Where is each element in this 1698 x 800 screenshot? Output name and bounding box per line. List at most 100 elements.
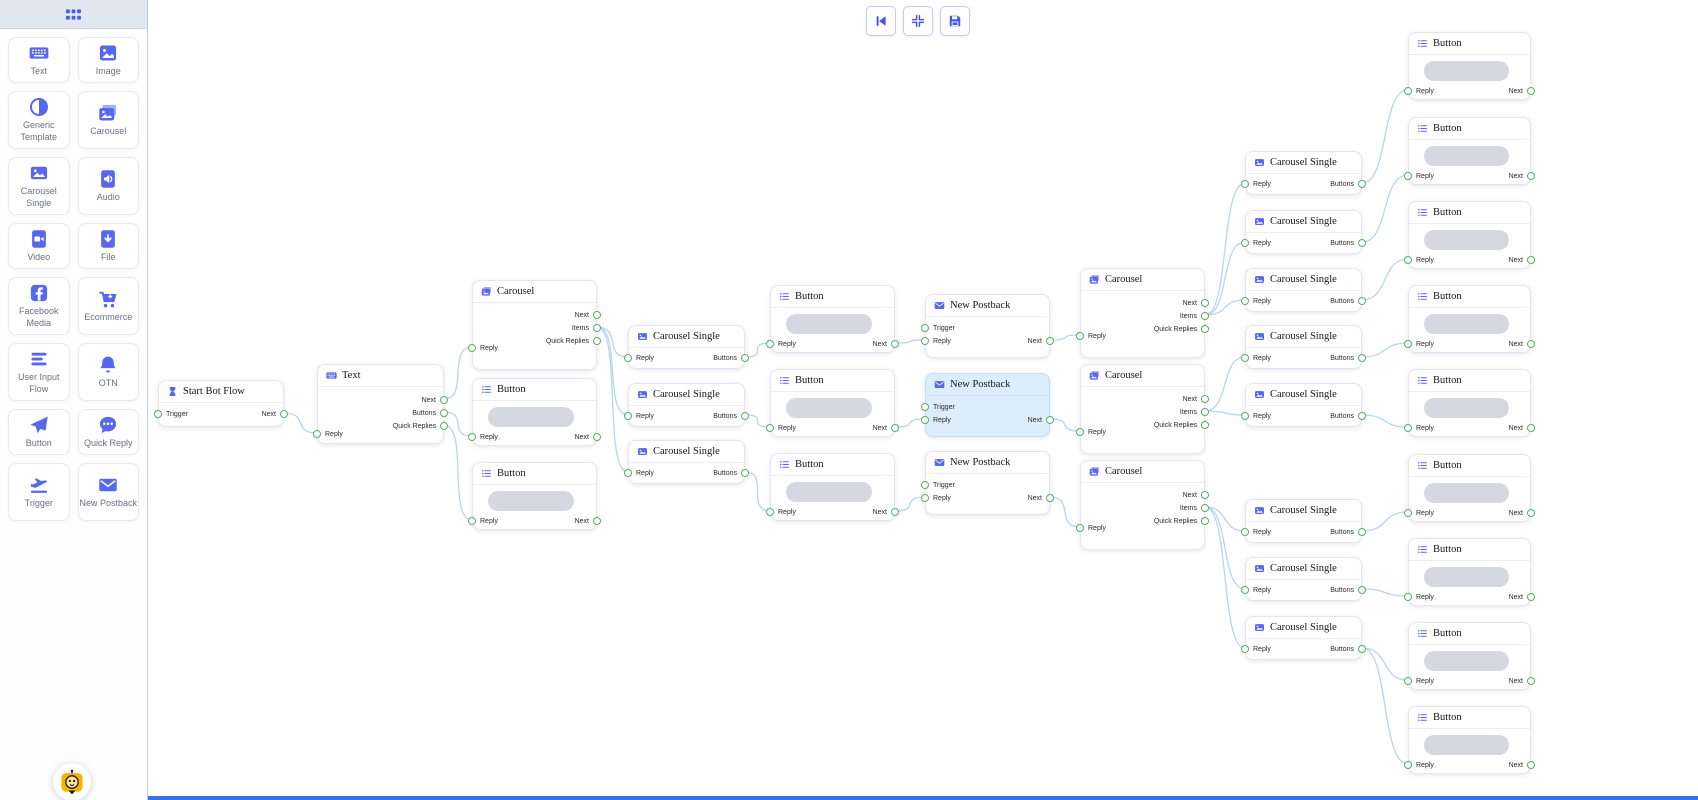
port-reply[interactable]: Reply xyxy=(1404,760,1434,770)
port-circle[interactable] xyxy=(1046,337,1054,345)
port-circle[interactable] xyxy=(1404,340,1412,348)
palette-item-user-input-flow[interactable]: User Input Flow xyxy=(8,343,70,401)
port-items[interactable]: Items xyxy=(1180,407,1209,417)
port-circle[interactable] xyxy=(154,410,162,418)
port-circle[interactable] xyxy=(1404,509,1412,517)
port-circle[interactable] xyxy=(1527,677,1535,685)
port-reply[interactable]: Reply xyxy=(624,353,654,363)
palette-item-carousel-single[interactable]: Carousel Single xyxy=(8,157,70,215)
port-circle[interactable] xyxy=(1201,325,1209,333)
port-quick-replies[interactable]: Quick Replies xyxy=(546,336,601,346)
port-reply[interactable]: Reply xyxy=(1404,171,1434,181)
go-to-start-button[interactable] xyxy=(866,6,896,36)
port-reply[interactable]: Reply xyxy=(1241,353,1271,363)
port-circle[interactable] xyxy=(891,508,899,516)
port-circle[interactable] xyxy=(624,412,632,420)
port-circle[interactable] xyxy=(741,412,749,420)
port-circle[interactable] xyxy=(468,433,476,441)
port-next[interactable]: Next xyxy=(575,516,601,526)
port-reply[interactable]: Reply xyxy=(1404,508,1434,518)
port-circle[interactable] xyxy=(1046,494,1054,502)
port-reply[interactable]: Reply xyxy=(468,516,498,526)
port-reply[interactable]: Reply xyxy=(624,468,654,478)
port-circle[interactable] xyxy=(1241,645,1249,653)
port-next[interactable]: Next xyxy=(1509,592,1535,602)
port-circle[interactable] xyxy=(1358,297,1366,305)
port-next[interactable]: Next xyxy=(575,432,601,442)
port-circle[interactable] xyxy=(1201,491,1209,499)
port-circle[interactable] xyxy=(1241,239,1249,247)
port-circle[interactable] xyxy=(1404,172,1412,180)
port-circle[interactable] xyxy=(1241,297,1249,305)
port-circle[interactable] xyxy=(1201,408,1209,416)
port-trigger[interactable]: Trigger xyxy=(921,323,955,333)
port-circle[interactable] xyxy=(313,430,321,438)
palette-item-otn[interactable]: OTN xyxy=(77,343,139,401)
palette-item-text[interactable]: Text xyxy=(8,37,70,83)
port-buttons[interactable]: Buttons xyxy=(1330,238,1366,248)
port-circle[interactable] xyxy=(891,340,899,348)
palette-item-video[interactable]: Video xyxy=(8,223,70,269)
port-buttons[interactable]: Buttons xyxy=(1330,411,1366,421)
port-quick-replies[interactable]: Quick Replies xyxy=(1154,324,1209,334)
fit-screen-button[interactable] xyxy=(903,6,933,36)
port-circle[interactable] xyxy=(1404,677,1412,685)
port-circle[interactable] xyxy=(1201,312,1209,320)
port-circle[interactable] xyxy=(593,337,601,345)
port-reply[interactable]: Reply xyxy=(766,423,796,433)
port-reply[interactable]: Reply xyxy=(1241,527,1271,537)
port-circle[interactable] xyxy=(1241,412,1249,420)
port-circle[interactable] xyxy=(1076,428,1084,436)
port-next[interactable]: Next xyxy=(1028,336,1054,346)
palette-item-button[interactable]: Button xyxy=(8,409,70,455)
horizontal-scrollbar[interactable] xyxy=(148,796,1698,800)
port-next[interactable]: Next xyxy=(422,395,448,405)
port-circle[interactable] xyxy=(1241,528,1249,536)
port-circle[interactable] xyxy=(1076,524,1084,532)
port-circle[interactable] xyxy=(1201,299,1209,307)
port-circle[interactable] xyxy=(1201,395,1209,403)
port-reply[interactable]: Reply xyxy=(624,411,654,421)
port-circle[interactable] xyxy=(593,517,601,525)
palette-item-file[interactable]: File xyxy=(77,223,139,269)
port-circle[interactable] xyxy=(624,354,632,362)
port-trigger[interactable]: Trigger xyxy=(921,402,955,412)
port-next[interactable]: Next xyxy=(873,339,899,349)
port-buttons[interactable]: Buttons xyxy=(713,411,749,421)
port-circle[interactable] xyxy=(1404,424,1412,432)
port-circle[interactable] xyxy=(741,469,749,477)
port-circle[interactable] xyxy=(1241,354,1249,362)
port-circle[interactable] xyxy=(1527,87,1535,95)
port-circle[interactable] xyxy=(440,422,448,430)
port-circle[interactable] xyxy=(1358,528,1366,536)
port-next[interactable]: Next xyxy=(1509,255,1535,265)
palette-item-audio[interactable]: Audio xyxy=(77,157,139,215)
port-reply[interactable]: Reply xyxy=(1404,255,1434,265)
port-circle[interactable] xyxy=(921,403,929,411)
port-reply[interactable]: Reply xyxy=(1404,592,1434,602)
port-buttons[interactable]: Buttons xyxy=(1330,527,1366,537)
port-next[interactable]: Next xyxy=(1509,171,1535,181)
port-circle[interactable] xyxy=(1404,256,1412,264)
port-reply[interactable]: Reply xyxy=(921,415,951,425)
port-reply[interactable]: Reply xyxy=(468,343,498,353)
port-reply[interactable]: Reply xyxy=(1241,411,1271,421)
port-circle[interactable] xyxy=(280,410,288,418)
port-circle[interactable] xyxy=(1201,517,1209,525)
port-reply[interactable]: Reply xyxy=(1404,423,1434,433)
